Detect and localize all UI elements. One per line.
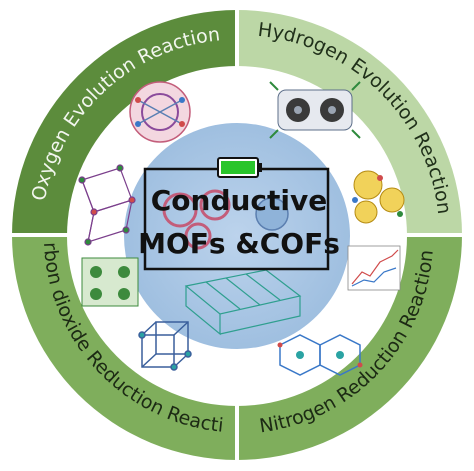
battery-icon <box>217 157 262 178</box>
center-framework-icon <box>162 189 289 250</box>
green-lattice-icon <box>81 257 139 307</box>
center-grid-icon <box>184 269 302 336</box>
her-structure-icon <box>269 81 361 139</box>
center-title-line2: MOFs &COFs <box>138 227 340 260</box>
left-lattice-icon <box>78 164 136 246</box>
center-circle <box>124 123 350 349</box>
center-title-line1: Conductive <box>151 184 328 217</box>
oer-structure-icon <box>129 81 191 143</box>
right-molecule-icon <box>352 170 405 224</box>
nrr-plot-icon <box>347 245 401 291</box>
nrr-structure-icon <box>277 334 363 376</box>
co2rr-structure-icon <box>138 321 192 371</box>
